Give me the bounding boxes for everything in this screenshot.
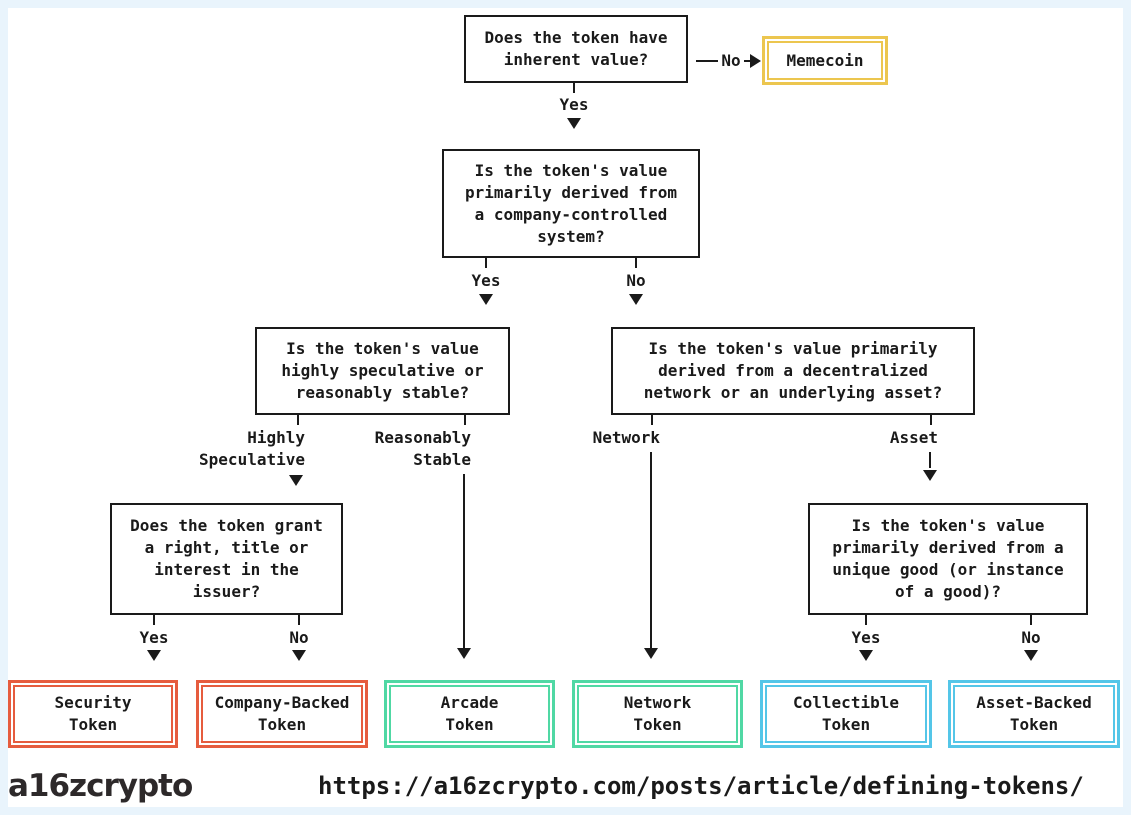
- connector-line: [696, 60, 718, 62]
- connector-line: [573, 83, 575, 93]
- arrow-down-icon: [644, 648, 658, 659]
- edge-label-yes: Yes: [139, 628, 169, 647]
- connector-line: [153, 615, 155, 625]
- outcome-security-token-label: Security Token: [13, 685, 173, 743]
- arrow-down-icon: [289, 475, 303, 486]
- edge-label-yes: Yes: [559, 95, 589, 114]
- edge-label-highly-speculative: Highly Speculative: [199, 428, 305, 469]
- a16zcrypto-logo: a16zcrypto: [8, 768, 193, 804]
- connector-line: [865, 615, 867, 625]
- outcome-asset-backed-token-label: Asset-Backed Token: [953, 685, 1115, 743]
- connector-line: [463, 474, 465, 648]
- arrow-down-icon: [292, 650, 306, 661]
- arrow-down-icon: [147, 650, 161, 661]
- question-inherent-value: Does the token have inherent value?: [464, 15, 688, 83]
- outcome-arcade-token-label: Arcade Token: [389, 685, 550, 743]
- outcome-company-backed-token: Company-Backed Token: [196, 680, 368, 748]
- edge-label-network: Network: [592, 428, 660, 447]
- edge-label-no: No: [721, 51, 741, 70]
- outcome-network-token-label: Network Token: [577, 685, 738, 743]
- connector-line: [464, 415, 466, 425]
- outcome-company-backed-token-label: Company-Backed Token: [201, 685, 363, 743]
- question-unique-good: Is the token's value primarily derived f…: [808, 503, 1088, 615]
- edge-label-no: No: [289, 628, 309, 647]
- question-speculative-stable: Is the token's value highly speculative …: [255, 327, 510, 415]
- connector-line: [929, 452, 931, 468]
- edge-label-reasonably-stable: Reasonably Stable: [374, 428, 471, 469]
- outcome-collectible-token: Collectible Token: [760, 680, 932, 748]
- outcome-network-token: Network Token: [572, 680, 743, 748]
- outcome-security-token: Security Token: [8, 680, 178, 748]
- edge-label-asset: Asset: [889, 428, 938, 447]
- source-url: https://a16zcrypto.com/posts/article/def…: [318, 772, 1084, 800]
- outcome-asset-backed-token: Asset-Backed Token: [948, 680, 1120, 748]
- question-company-system: Is the token's value primarily derived f…: [442, 149, 700, 258]
- connector-line: [297, 415, 299, 425]
- outcome-memecoin: Memecoin: [762, 36, 888, 85]
- edge-label-no: No: [626, 271, 646, 290]
- question-network-asset: Is the token's value primarily derived f…: [611, 327, 975, 415]
- connector-line: [485, 258, 487, 268]
- question-right-title: Does the token grant a right, title or i…: [110, 503, 343, 615]
- edge-label-no: No: [1021, 628, 1041, 647]
- arrow-down-icon: [629, 294, 643, 305]
- outcome-arcade-token: Arcade Token: [384, 680, 555, 748]
- arrow-down-icon: [567, 118, 581, 129]
- connector-line: [650, 452, 652, 648]
- connector-line: [635, 258, 637, 268]
- arrow-down-icon: [859, 650, 873, 661]
- arrow-down-icon: [457, 648, 471, 659]
- edge-label-yes: Yes: [851, 628, 881, 647]
- connector-line: [744, 60, 750, 62]
- arrow-down-icon: [923, 470, 937, 481]
- arrow-down-icon: [1024, 650, 1038, 661]
- outcome-memecoin-label: Memecoin: [767, 41, 883, 80]
- edge-label-yes: Yes: [471, 271, 501, 290]
- connector-line: [1030, 615, 1032, 625]
- arrow-down-icon: [479, 294, 493, 305]
- connector-line: [298, 615, 300, 625]
- outcome-collectible-token-label: Collectible Token: [765, 685, 927, 743]
- connector-line: [651, 415, 653, 425]
- connector-line: [930, 415, 932, 425]
- arrow-right-icon: [750, 54, 761, 68]
